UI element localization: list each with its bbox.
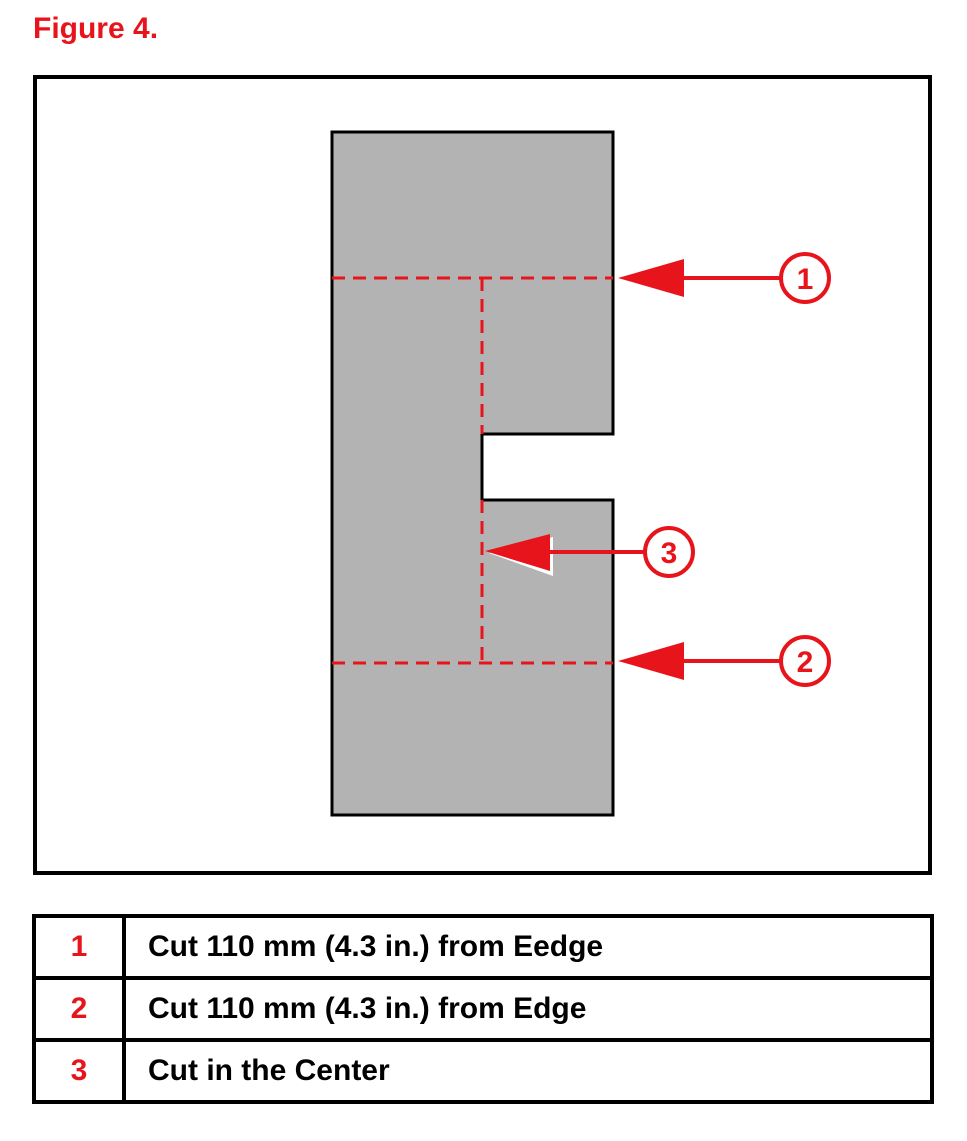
legend-number: 3 bbox=[32, 1038, 126, 1104]
callout-1-arrow bbox=[618, 259, 780, 297]
figure-title: Figure 4. bbox=[33, 12, 159, 45]
legend-number: 2 bbox=[32, 976, 126, 1042]
table-row: 2 Cut 110 mm (4.3 in.) from Edge bbox=[32, 976, 934, 1042]
callout-2-badge: 2 bbox=[779, 635, 831, 687]
callout-3-badge: 3 bbox=[643, 526, 695, 578]
legend-number: 1 bbox=[32, 914, 126, 980]
legend-description: Cut 110 mm (4.3 in.) from Eedge bbox=[122, 914, 934, 980]
callout-3-arrow bbox=[485, 534, 645, 576]
cut-diagram: 1 2 3 bbox=[33, 75, 932, 875]
callout-1-badge: 1 bbox=[779, 252, 831, 304]
callout-1-number: 1 bbox=[797, 263, 814, 296]
callout-2-number: 2 bbox=[797, 646, 814, 679]
callout-3-number: 3 bbox=[661, 537, 678, 570]
legend-description: Cut in the Center bbox=[122, 1038, 934, 1104]
table-row: 1 Cut 110 mm (4.3 in.) from Eedge bbox=[32, 914, 934, 980]
callout-2-arrow bbox=[618, 642, 780, 680]
legend-table: 1 Cut 110 mm (4.3 in.) from Eedge 2 Cut … bbox=[32, 914, 934, 1104]
table-row: 3 Cut in the Center bbox=[32, 1038, 934, 1104]
legend-description: Cut 110 mm (4.3 in.) from Edge bbox=[122, 976, 934, 1042]
